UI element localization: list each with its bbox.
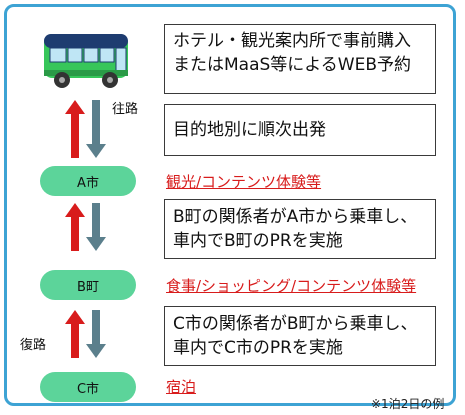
outbound-arrows xyxy=(65,100,106,158)
return-label: 復路 xyxy=(20,338,47,353)
presale-box: ホテル・観光案内所で事前購入 またはMaaS等によるWEB予約 xyxy=(164,24,436,94)
up-arrow-icon xyxy=(65,203,85,251)
stop-c: C市 xyxy=(40,372,136,402)
presale-line-1: ホテル・観光案内所で事前購入 xyxy=(173,31,411,51)
down-arrow-icon xyxy=(86,203,106,251)
stop-a: A市 xyxy=(40,166,136,196)
depart-text: 目的地別に順次出発 xyxy=(173,120,326,140)
stop-b: B町 xyxy=(40,270,136,300)
up-arrow-icon xyxy=(65,100,85,158)
c-pr-box: C市の関係者がB町から乗車し、 車内でC市のPRを実施 xyxy=(164,306,436,366)
b-pr-line-2: 車内でB町のPRを実施 xyxy=(173,231,343,251)
b-pr-box: B町の関係者がA市から乗車し、 車内でB町のPRを実施 xyxy=(164,199,436,259)
depart-box: 目的地別に順次出発 xyxy=(164,104,436,156)
return-arrows xyxy=(65,310,106,358)
bus-icon xyxy=(44,34,128,88)
c-pr-line-2: 車内でC市のPRを実施 xyxy=(173,338,343,358)
down-arrow-icon xyxy=(86,100,106,158)
outbound-label: 往路 xyxy=(112,102,139,117)
c-pr-line-1: C市の関係者がB町から乗車し、 xyxy=(173,314,418,334)
b-pr-line-1: B町の関係者がA市から乗車し、 xyxy=(173,207,418,227)
activity-a: 観光/コンテンツ体験等 xyxy=(166,173,322,191)
footnote: ※1泊2日の例 xyxy=(371,397,445,411)
down-arrow-icon xyxy=(86,310,106,358)
presale-line-2: またはMaaS等によるWEB予約 xyxy=(173,55,411,75)
a-to-b-arrows xyxy=(65,203,106,251)
up-arrow-icon xyxy=(65,310,85,358)
activity-b: 食事/ショッピング/コンテンツ体験等 xyxy=(166,277,417,295)
activity-c: 宿泊 xyxy=(166,378,197,396)
